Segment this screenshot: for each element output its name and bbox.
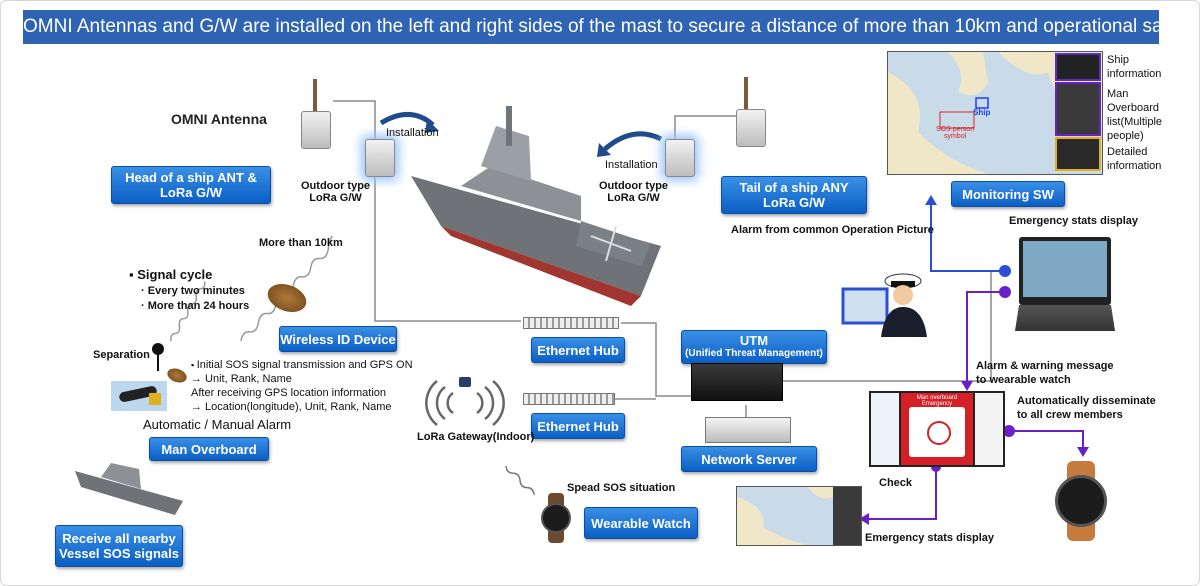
warship-icon xyxy=(411,106,661,306)
small-ship-icon xyxy=(75,463,183,515)
auto-manual-alarm-label: Automatic / Manual Alarm xyxy=(143,417,292,432)
antenna-box-left-icon xyxy=(301,111,331,149)
banner-title: OMNI Antennas and G/W are installed on t… xyxy=(23,10,1193,44)
detailed-information-label: Detailed information xyxy=(1107,146,1162,172)
monitoring-map: Ship SOS person symbol xyxy=(887,51,1103,175)
installation-right-label: Installation xyxy=(605,159,658,171)
outdoor-gw-right-label: Outdoor type LoRa G/W xyxy=(599,180,669,204)
monitoring-sw-button[interactable]: Monitoring SW xyxy=(951,181,1065,207)
ethernet-hub-2-button[interactable]: Ethernet Hub xyxy=(531,413,625,439)
utm-subtitle: (Unified Threat Management) xyxy=(685,348,823,359)
lora-gateway-left-icon xyxy=(365,139,395,177)
check-label: Check xyxy=(879,477,913,489)
lora-gateway-right-icon xyxy=(665,139,695,177)
tablet-icon xyxy=(1019,237,1111,305)
keyboard-icon xyxy=(1015,305,1115,331)
alarm-watch-label: Alarm & warning message to wearable watc… xyxy=(976,360,1114,386)
alert-title: Man overboard Emergency xyxy=(916,395,958,407)
map-sos-label: SOS person symbol xyxy=(936,126,975,140)
every-two-minutes-label: · Every two minutes xyxy=(141,285,245,297)
spead-sos-label: Spead SOS situation xyxy=(567,482,676,494)
radio-wave-watch xyxy=(505,465,535,495)
line-check xyxy=(869,467,937,520)
network-server-icon xyxy=(705,417,791,443)
utm-title: UTM xyxy=(739,333,769,348)
antenna-box-right-icon xyxy=(736,109,766,147)
auto-disseminate-label: Automatically disseminate to all crew me… xyxy=(1017,395,1156,421)
receive-sos-button[interactable]: Receive all nearby Vessel SOS signals xyxy=(55,525,183,567)
wearable-watch-button[interactable]: Wearable Watch xyxy=(584,507,698,539)
antenna-right-icon xyxy=(744,77,748,113)
utm-device-icon xyxy=(691,363,783,401)
line-warning-purple xyxy=(966,291,1005,381)
man-overboard-button[interactable]: Man Overboard xyxy=(149,437,269,461)
broadcast-icon xyxy=(425,380,505,426)
alarm-cop-label: Alarm from common Operation Picture xyxy=(731,224,934,236)
outdoor-gw-left-label: Outdoor type LoRa G/W xyxy=(301,180,371,204)
separation-dot-icon xyxy=(152,343,164,355)
network-server-button[interactable]: Network Server xyxy=(681,446,817,472)
omni-antenna-title: OMNI Antenna xyxy=(171,111,267,127)
tail-ant-button[interactable]: Tail of a ship ANY LoRa G/W xyxy=(721,176,867,214)
man-overboard-list-label: Man Overboard list(Multiple people) xyxy=(1107,88,1163,142)
ethernet-hub-2-icon xyxy=(523,393,615,405)
lora-gateway-indoor-label: LoRa Gateway(Indoor) xyxy=(417,431,535,443)
sos-notes: ▪ Initial SOS signal transmission and GP… xyxy=(191,359,413,413)
wireless-id-button[interactable]: Wireless ID Device xyxy=(279,326,397,352)
emergency-display-top-label: Emergency stats display xyxy=(1009,215,1139,227)
line-monitor-blue xyxy=(930,201,1005,272)
separation-label: Separation xyxy=(93,349,150,361)
diver-icon xyxy=(111,381,167,411)
ethernet-hub-1-icon xyxy=(523,317,619,329)
installation-left-label: Installation xyxy=(386,127,439,139)
radio-wave-short xyxy=(170,281,206,342)
line-antenna-left xyxy=(333,100,521,322)
smartwatch-icon xyxy=(1053,461,1109,541)
alert-screen: Man overboard Emergency xyxy=(869,391,1005,467)
wearable-watch-small-icon xyxy=(539,493,573,543)
ship-information-label: Ship information xyxy=(1107,54,1162,80)
antenna-left-icon xyxy=(313,79,317,115)
officer-icon xyxy=(841,273,927,337)
emergency-display-bottom-label: Emergency stats display xyxy=(865,532,995,544)
line-disseminate xyxy=(1009,430,1084,447)
ethernet-hub-1-button[interactable]: Ethernet Hub xyxy=(531,337,625,363)
line-hub-to-utm xyxy=(621,322,691,397)
map-ship-label: Ship xyxy=(973,108,991,117)
signal-cycle-label: ▪ Signal cycle xyxy=(129,267,213,282)
more-than-10km-label: More than 10km xyxy=(259,237,343,249)
emergency-map-bottom xyxy=(736,486,862,546)
more-than-24h-label: · More than 24 hours xyxy=(141,300,250,312)
head-ant-button[interactable]: Head of a ship ANT & LoRa G/W xyxy=(111,166,271,204)
line-utm-right xyxy=(781,271,992,382)
utm-button[interactable]: UTM (Unified Threat Management) xyxy=(681,330,827,364)
